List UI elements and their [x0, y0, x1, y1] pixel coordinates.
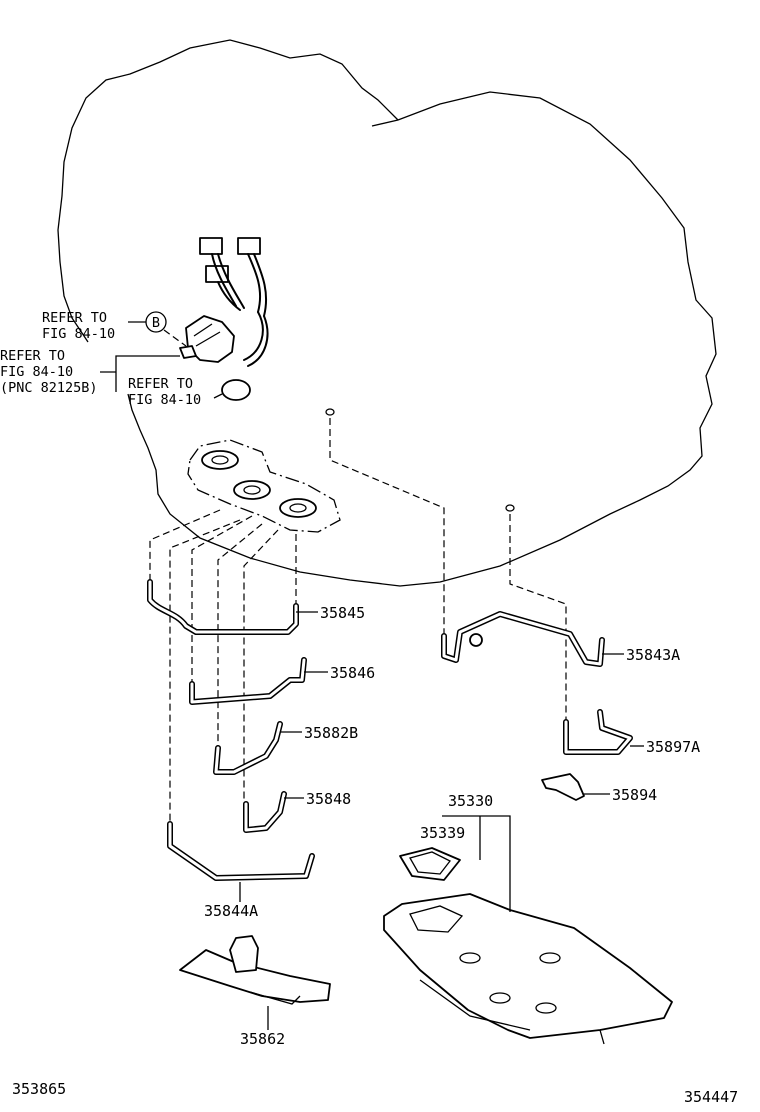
label-leaders [239, 611, 644, 1030]
tube-35848 [243, 791, 287, 833]
clamp-35894-icon [541, 773, 585, 801]
footer-right-code: 354447 [684, 1088, 738, 1106]
tube-35845 [147, 579, 299, 635]
part-label-35845: 35845 [320, 604, 365, 622]
part-label-35848: 35848 [306, 790, 351, 808]
part-label-35882B: 35882B [304, 724, 358, 742]
fitting-hole-2 [505, 504, 515, 512]
part-label-35843A: 35843A [626, 646, 680, 664]
connector-2-icon [237, 237, 261, 255]
transmission-housing-outline [57, 39, 717, 587]
ref3-line2: FIG 84-10 [128, 392, 201, 408]
tube-35843A [441, 611, 605, 667]
tube-35846 [189, 657, 307, 705]
o-ring-icon [221, 379, 251, 401]
tube-35844A [167, 821, 315, 881]
part-label-35844A: 35844A [204, 902, 258, 920]
ref2-line1: REFER TO [0, 348, 65, 364]
fitting-hole-1 [325, 408, 335, 416]
ref-circle-label: B [152, 315, 160, 331]
ref1-line2: FIG 84-10 [42, 326, 115, 342]
ref1-line1: REFER TO [42, 310, 107, 326]
part-label-35894: 35894 [612, 786, 657, 804]
ref2-line3: (PNC 82125B) [0, 380, 98, 396]
part-label-35862: 35862 [240, 1030, 285, 1048]
ref3-line1: REFER TO [128, 376, 193, 392]
part-label-35897A: 35897A [646, 738, 700, 756]
gasket-35339-icon [399, 847, 461, 881]
detent-spring-35862-icon [179, 935, 331, 1005]
valve-body-fittings [187, 439, 341, 533]
connector-1-icon [199, 237, 223, 255]
part-label-35330: 35330 [448, 792, 493, 810]
tube-35882B [213, 721, 283, 775]
wire-harness [199, 237, 269, 367]
oil-strainer-35330-icon [383, 893, 673, 1045]
assembly-guide-lines [149, 418, 567, 822]
tube-35897A [563, 709, 633, 755]
solenoid-icon [179, 315, 235, 363]
part-label-35846: 35846 [330, 664, 375, 682]
ref-note-1: REFER TO FIG 84-10 [42, 310, 187, 347]
part-label-35339: 35339 [420, 824, 465, 842]
footer-left-code: 353865 [12, 1080, 66, 1098]
ref-note-2: REFER TO FIG 84-10 (PNC 82125B) [0, 348, 180, 396]
ref2-line2: FIG 84-10 [0, 364, 73, 380]
ref-note-3: REFER TO FIG 84-10 [128, 376, 223, 408]
